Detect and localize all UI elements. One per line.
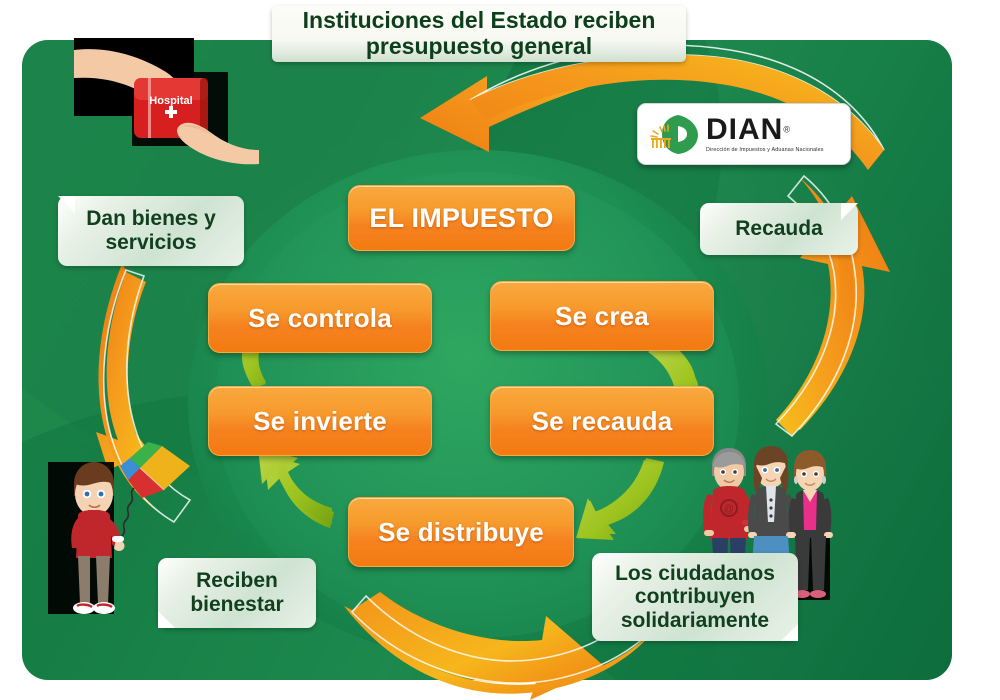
step-box-se-distribuye[interactable]: Se distribuye [348, 497, 574, 567]
step-box-se-recauda[interactable]: Se recauda [490, 386, 714, 456]
step-label-se-recauda: Se recauda [531, 405, 673, 436]
step-label-se-controla: Se controla [248, 302, 392, 333]
hospital-box-caption: Hospital [149, 95, 192, 107]
hands-hospital-illustration: Hospital [74, 38, 259, 168]
kite-icon [120, 442, 190, 498]
center-box-label: EL IMPUESTO [369, 202, 554, 233]
title-banner: Instituciones del Estado reciben presupu… [272, 6, 686, 62]
dian-wordmark: DIAN [706, 113, 784, 146]
step-box-se-invierte[interactable]: Se invierte [208, 386, 432, 456]
boy-icon [71, 462, 125, 614]
label-dan-bienes-y-servicios: Dan bienes y servicios [58, 196, 244, 266]
label-recauda-text: Recauda [735, 217, 823, 241]
step-label-se-crea: Se crea [555, 300, 649, 331]
label-recauda: Recauda [700, 203, 858, 255]
center-box-el-impuesto[interactable]: EL IMPUESTO [348, 185, 575, 251]
boy-kite-illustration [44, 440, 190, 614]
label-reciben-text: Reciben bienestar [190, 569, 284, 616]
citizen-woman-2-icon [787, 450, 833, 598]
dian-logo[interactable]: DIAN® Dirección de Impuestos y Aduanas N… [637, 103, 851, 165]
step-box-se-crea[interactable]: Se crea [490, 281, 714, 351]
registered-mark: ® [783, 124, 790, 135]
dian-mark-icon [648, 112, 700, 156]
label-ciudadanos-text: Los ciudadanos contribuyen solidariament… [615, 561, 775, 632]
step-label-se-invierte: Se invierte [253, 405, 387, 436]
step-label-se-distribuye: Se distribuye [378, 516, 544, 547]
label-dan-text: Dan bienes y servicios [86, 207, 216, 254]
title-banner-text: Instituciones del Estado reciben presupu… [302, 7, 656, 59]
label-ciudadanos-contribuyen: Los ciudadanos contribuyen solidariament… [592, 553, 798, 641]
label-reciben-bienestar: Reciben bienestar [158, 558, 316, 628]
step-box-se-controla[interactable]: Se controla [208, 283, 432, 353]
svg-text:@: @ [724, 504, 734, 515]
dian-tagline: Dirección de Impuestos y Aduanas Naciona… [706, 147, 824, 153]
